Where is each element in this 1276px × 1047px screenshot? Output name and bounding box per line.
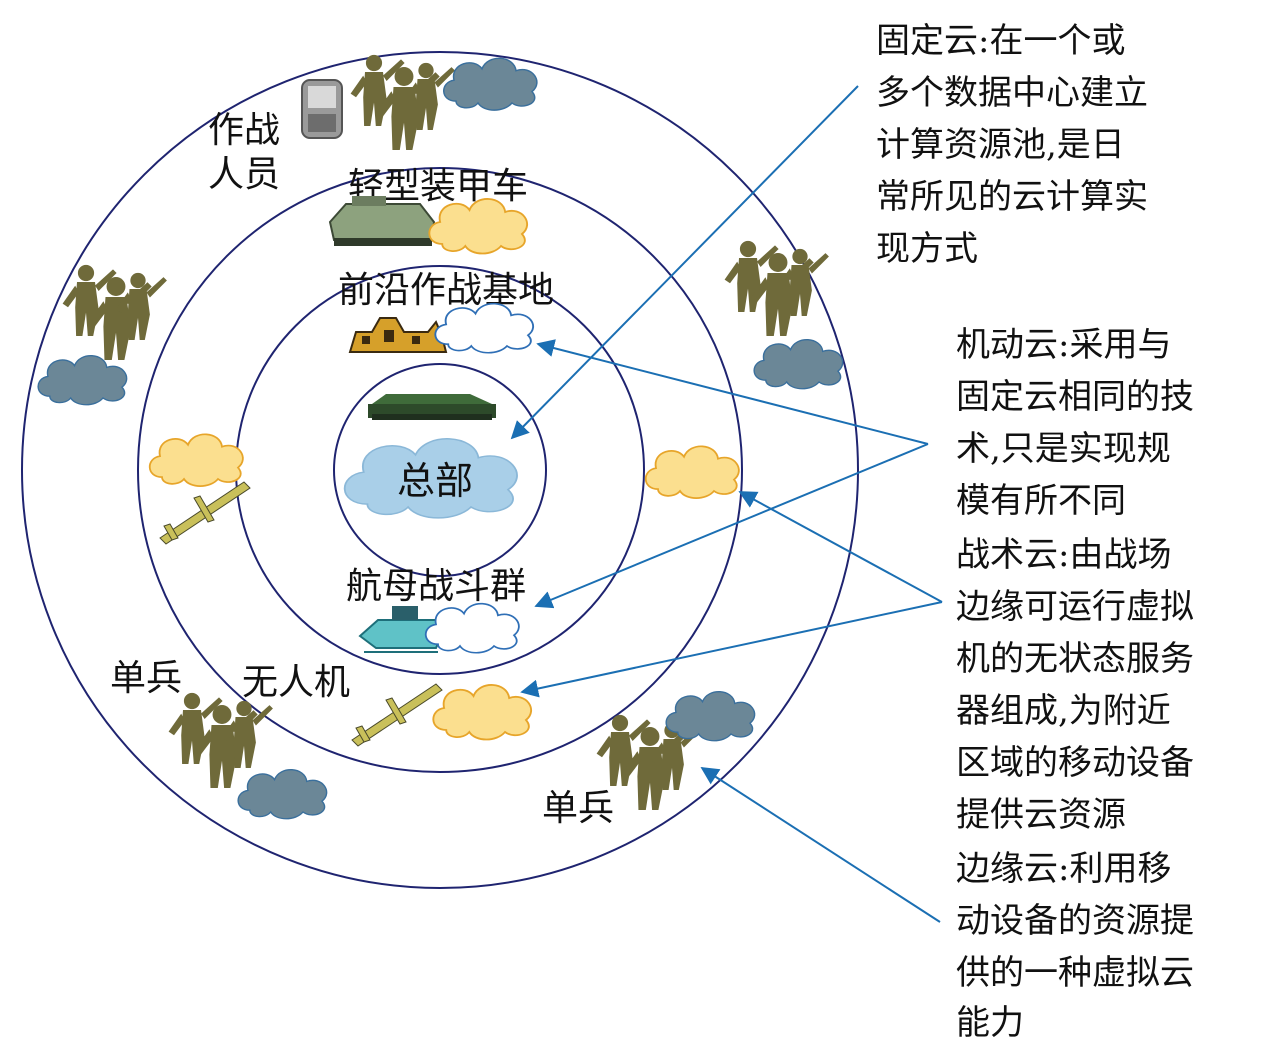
concentric-rings — [21, 51, 859, 889]
fixed-cloud-note-line: 计算资源池,是日 — [876, 125, 1125, 165]
tactical-ring — [137, 167, 743, 773]
uav-icon — [351, 683, 443, 747]
tactical-cloud-note-line: 器组成,为附近 — [956, 691, 1171, 731]
mobile-cloud-note-line: 固定云相同的技 — [956, 377, 1194, 417]
tactical-cloud-note-line: 战术云:由战场 — [956, 535, 1171, 575]
carrier-cloud-icon — [424, 602, 520, 654]
soldier-icon — [169, 693, 273, 788]
edge-cloud-note: 边缘云:利用移 动设备的资源提 供的一种虚拟云 能力 — [956, 849, 1205, 1043]
fixed-cloud-note: 固定云:在一个或 多个数据中心建立 计算资源池,是日 常所见的云计算实 现方式 — [876, 21, 1159, 269]
light-armor-cloud-icon — [428, 198, 529, 255]
tactical-cloud-arrow-bottom — [520, 601, 943, 698]
soldier-icon — [63, 265, 167, 360]
combat-staff-label-2: 人员 — [208, 154, 280, 195]
fixed-cloud-arrow — [510, 85, 859, 440]
fixed-cloud-note-line: 常所见的云计算实 — [876, 177, 1148, 217]
fixed-cloud-note-line: 多个数据中心建立 — [876, 73, 1148, 113]
combat-staff-label-1: 作战 — [208, 110, 280, 151]
fixed-cloud-note-line: 固定云:在一个或 — [876, 21, 1125, 61]
tactical-left-cloud-icon — [148, 433, 244, 488]
left-edge-cloud-icon — [37, 354, 128, 406]
right-edge-cloud-icon — [753, 338, 844, 390]
armored-vehicle-icon — [328, 196, 436, 246]
uav-icon — [159, 481, 251, 545]
mobile-cloud-note-line: 术,只是实现规 — [956, 429, 1171, 469]
tactical-cloud-note-line: 提供云资源 — [956, 795, 1126, 835]
tactical-cloud-note-line: 机的无状态服务 — [956, 639, 1194, 679]
soldier-right-label: 单兵 — [542, 788, 614, 829]
soldier-icon — [351, 55, 455, 150]
carrier-group-label: 航母战斗群 — [346, 566, 526, 607]
mobile-cloud-arrow-bottom — [534, 443, 929, 609]
soldier-icon — [725, 241, 829, 336]
tactical-cloud-note-line: 区域的移动设备 — [956, 743, 1194, 783]
mobile-cloud-arrow-top — [536, 339, 929, 445]
uav-cloud-icon — [432, 684, 533, 741]
mobile-cloud-note-line: 机动云:采用与 — [956, 325, 1171, 365]
top-edge-cloud-icon — [442, 57, 538, 111]
carrier-ship-icon — [358, 606, 450, 653]
tactical-cloud-arrow-top — [738, 491, 943, 603]
phone-icon — [301, 79, 343, 139]
tactical-cloud-note: 战术云:由战场 边缘可运行虚拟 机的无状态服务 器组成,为附近 区域的移动设备 … — [956, 535, 1205, 835]
uav-label: 无人机 — [242, 662, 350, 703]
hq-building-icon — [368, 394, 496, 420]
mobile-cloud-note-line: 模有所不同 — [956, 481, 1126, 521]
bottom-right-cloud-icon — [665, 690, 756, 742]
edge-cloud-note-line: 边缘云:利用移 — [956, 849, 1171, 889]
edge-cloud-note-line: 供的一种虚拟云 — [956, 953, 1194, 993]
forward-base-cloud-icon — [434, 302, 535, 354]
edge-cloud-note-line: 能力 — [956, 1003, 1024, 1043]
edge-cloud-arrow — [700, 767, 941, 923]
bottom-left-cloud-icon — [237, 768, 328, 820]
building-icon — [348, 317, 448, 353]
forward-base-label: 前沿作战基地 — [338, 270, 554, 311]
fixed-ring — [333, 363, 547, 577]
mobile-cloud-note: 机动云:采用与 固定云相同的技 术,只是实现规 模有所不同 — [956, 325, 1205, 521]
tactical-cloud-note-line: 边缘可运行虚拟 — [956, 587, 1194, 627]
edge-ring — [21, 51, 859, 889]
fixed-cloud-note-line: 现方式 — [876, 229, 978, 269]
hq-label: 总部 — [397, 459, 473, 503]
tactical-right-cloud-icon — [644, 445, 740, 500]
pointer-arrows — [510, 85, 943, 923]
soldier-left-label: 单兵 — [110, 658, 182, 699]
edge-cloud-note-line: 动设备的资源提 — [956, 901, 1194, 941]
